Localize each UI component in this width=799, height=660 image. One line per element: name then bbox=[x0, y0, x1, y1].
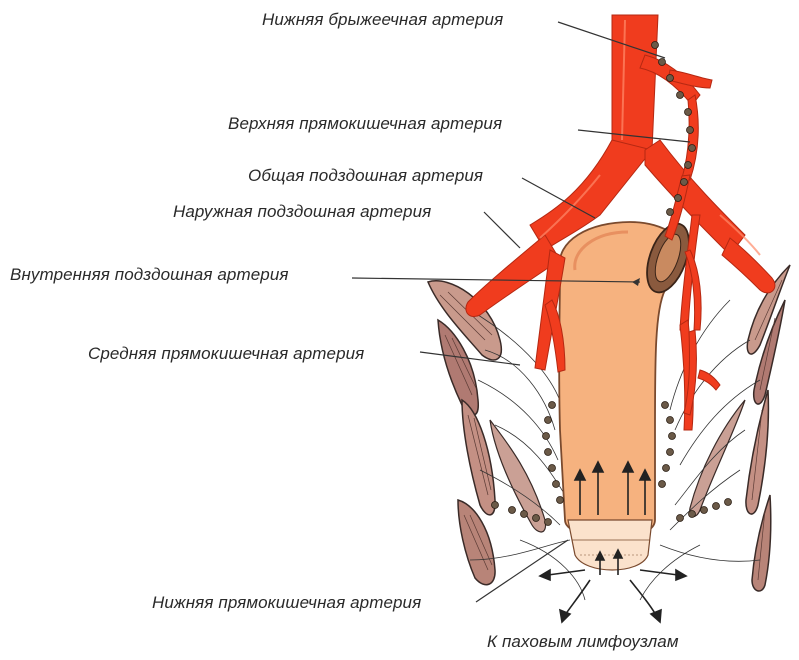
label-inferior-mesenteric-artery: Нижняя брыжеечная артерия bbox=[262, 10, 503, 30]
label-to-inguinal-lymph-nodes: К паховым лимфоузлам bbox=[487, 632, 679, 652]
left-pelvic-muscles bbox=[428, 281, 546, 585]
inguinal-arrows bbox=[540, 570, 686, 622]
label-internal-iliac-artery: Внутренняя подздошная артерия bbox=[10, 265, 289, 285]
label-superior-rectal-artery: Верхняя прямокишечная артерия bbox=[228, 114, 502, 134]
label-external-iliac-artery: Наружная подздошная артерия bbox=[173, 202, 431, 222]
label-common-iliac-artery: Общая подздошная артерия bbox=[248, 166, 483, 186]
label-inferior-rectal-artery: Нижняя прямокишечная артерия bbox=[152, 593, 421, 613]
label-middle-rectal-artery: Средняя прямокишечная артерия bbox=[88, 344, 364, 364]
